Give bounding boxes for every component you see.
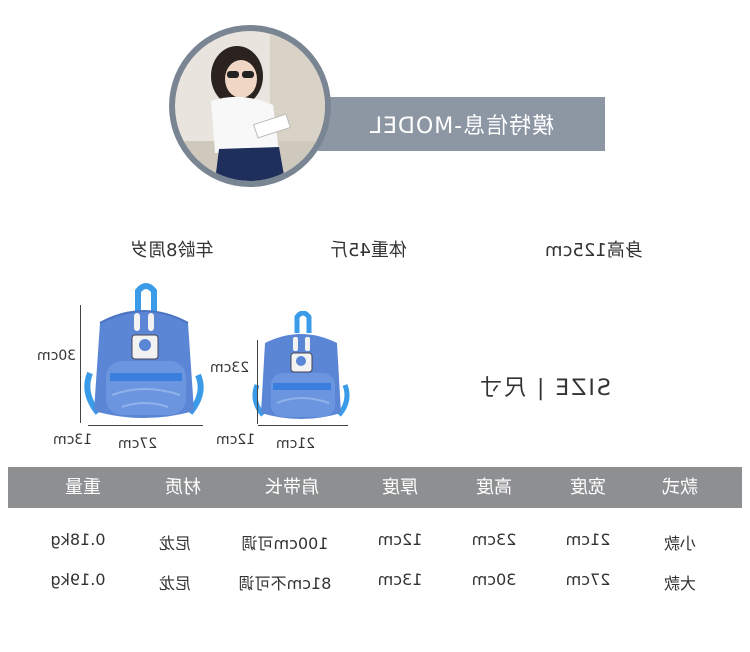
model-height: 身高125cm xyxy=(545,240,643,261)
cell-width: 21cm xyxy=(565,530,611,549)
large-height-label: 30cm xyxy=(37,348,77,364)
col-strap: 肩带长 xyxy=(265,477,319,498)
cell-weight: 0.18kg xyxy=(50,530,106,549)
col-weight: 重量 xyxy=(65,477,101,498)
large-height-line xyxy=(80,305,81,423)
table-header: 款式 宽度 高度 厚度 肩带长 材质 重量 xyxy=(8,467,742,508)
small-depth-label: 12cm xyxy=(216,432,256,448)
model-banner-label: 模特信息-MODEL xyxy=(368,114,555,139)
large-width-label: 27cm xyxy=(118,436,158,452)
cell-material: 尼龙 xyxy=(159,574,192,593)
cell-height: 23cm xyxy=(471,530,517,549)
model-weight: 体重45斤 xyxy=(330,240,407,261)
backpack-small xyxy=(251,310,351,425)
large-depth-label: 13cm xyxy=(53,432,93,448)
model-banner: 模特信息-MODEL xyxy=(318,97,605,151)
large-width-line xyxy=(88,425,203,426)
cell-strap: 81cm不可调 xyxy=(238,574,332,593)
col-width: 宽度 xyxy=(570,477,606,498)
cell-material: 尼龙 xyxy=(159,534,192,553)
small-width-line xyxy=(258,425,348,426)
size-title: SIZE | 尺寸 xyxy=(478,376,611,401)
model-photo xyxy=(169,25,331,187)
cell-height: 30cm xyxy=(471,570,517,589)
cell-depth: 12cm xyxy=(377,530,423,549)
col-material: 材质 xyxy=(165,477,201,498)
cell-style: 小款 xyxy=(664,534,697,553)
small-width-label: 21cm xyxy=(276,436,316,452)
col-height: 高度 xyxy=(476,477,512,498)
col-style: 款式 xyxy=(662,477,698,498)
cell-strap: 100cm可调 xyxy=(241,534,329,553)
col-depth: 厚度 xyxy=(382,477,418,498)
cell-width: 27cm xyxy=(565,570,611,589)
cell-depth: 13cm xyxy=(377,570,423,589)
small-height-label: 23cm xyxy=(210,360,250,376)
backpack-large xyxy=(82,283,206,425)
cell-weight: 0.19kg xyxy=(50,570,106,589)
small-height-line xyxy=(257,340,258,424)
model-age: 年龄8周岁 xyxy=(130,240,214,261)
cell-style: 大款 xyxy=(664,574,697,593)
